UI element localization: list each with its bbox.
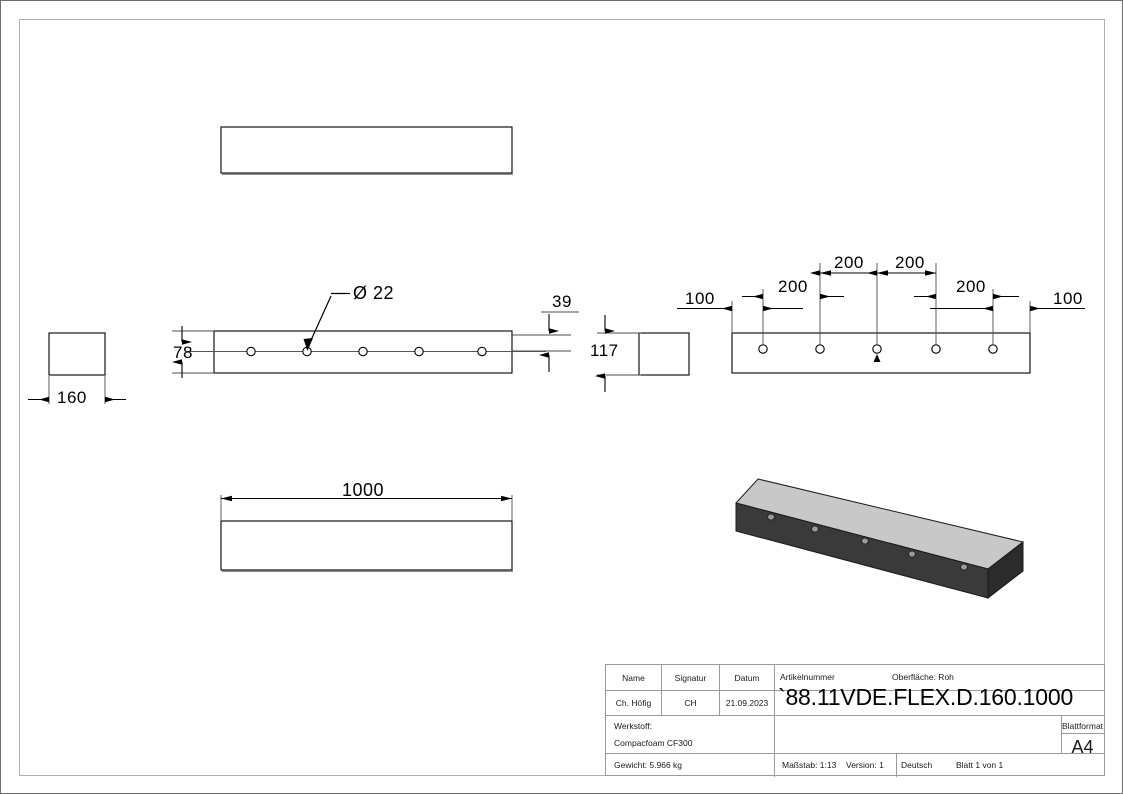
tb-value-massstab: Maßstab: 1:13 [782, 760, 837, 770]
dimension-label-1000: 1000 [342, 480, 385, 500]
drawing-frame-border [19, 19, 1105, 776]
tb-divider-v5 [896, 753, 897, 777]
front-view-outline [187, 330, 546, 374]
tb-header-signatur: Signatur [674, 673, 707, 683]
dimension-200-second [810, 270, 877, 276]
tb-divider-h1 [606, 690, 1104, 691]
tb-header-werkstoff: Werkstoff: [614, 721, 652, 731]
tb-value-sprache: Deutsch [901, 760, 933, 770]
tb-value-artikelnummer: `88.11VDE.FLEX.D.160.1000 [778, 684, 1074, 710]
tb-value-datum: 21.09.2023 [725, 698, 769, 708]
tb-divider-blattformat [1061, 715, 1062, 753]
dimension-label-100-left: 100 [685, 289, 715, 308]
dimension-label-200-third: 200 [895, 253, 925, 272]
tb-divider-h2 [606, 715, 1104, 716]
title-block: Name Signatur Datum Artikelnummer Oberfl… [605, 664, 1105, 777]
dimension-78 [172, 326, 214, 378]
tb-header-datum: Datum [734, 673, 760, 683]
tb-header-oberflaeche: Oberfläche: Roh [892, 672, 954, 682]
dimension-label-117: 117 [590, 341, 619, 360]
diameter-leader-line [303, 292, 350, 351]
dimension-160 [28, 376, 126, 404]
dimension-label-200-second: 200 [834, 253, 864, 272]
dimension-label-100-right: 100 [1053, 289, 1083, 308]
tb-divider-a4 [1061, 733, 1104, 734]
dimension-label-160: 160 [57, 388, 87, 407]
tb-value-blattformat: A4 [1071, 737, 1094, 757]
dimension-label-200-fourth: 200 [956, 277, 986, 296]
dimension-label-39: 39 [552, 292, 572, 311]
tb-value-name: Ch. Höfig [615, 698, 652, 708]
tb-value-blatt: Blatt 1 von 1 [956, 760, 1004, 770]
tb-value-gewicht: Gewicht: 5.966 kg [614, 760, 683, 770]
tb-value-version: Version: 1 [846, 760, 884, 770]
dimension-117 [595, 315, 641, 392]
dimension-label-hole-diameter: Ø 22 [353, 283, 395, 303]
tb-divider-v2 [719, 665, 720, 715]
dimension-39 [512, 311, 579, 372]
dimension-1000 [220, 495, 513, 521]
tb-value-signatur: CH [684, 698, 697, 708]
dimension-label-78: 78 [173, 343, 193, 362]
tb-divider-v4 [774, 753, 775, 777]
tb-divider-h3 [606, 753, 1104, 754]
left-side-view-outline [48, 332, 106, 376]
isometric-view [735, 478, 1025, 600]
tb-header-name: Name [622, 673, 645, 683]
tb-header-artikelnummer: Artikelnummer [780, 672, 835, 682]
tb-header-blattformat: Blattformat [1061, 721, 1104, 731]
right-side-view-outline [638, 332, 690, 376]
right-plan-view-outline [731, 332, 1031, 374]
top-view-outline [220, 126, 513, 175]
tb-divider-v1 [661, 665, 662, 715]
tb-divider-v3 [774, 665, 775, 753]
tb-value-werkstoff: Compacfoam CF300 [614, 738, 693, 748]
dimension-200-third [877, 270, 936, 276]
bottom-view-outline [220, 520, 513, 573]
dimension-label-200-first: 200 [778, 277, 808, 296]
